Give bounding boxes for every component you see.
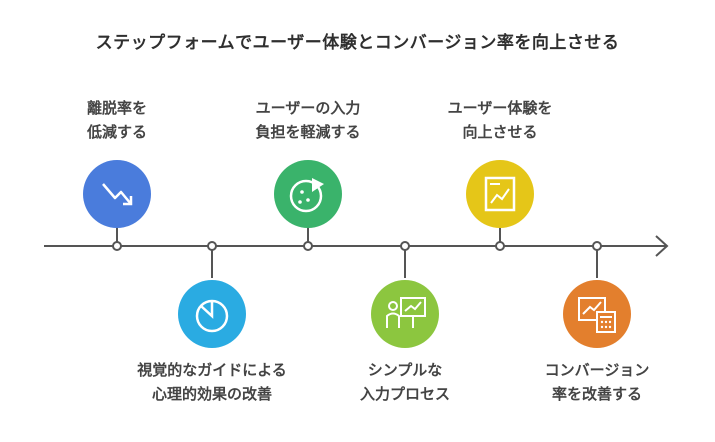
step-2-circle — [178, 280, 246, 348]
step-3-label: ユーザーの入力 負担を軽減する — [213, 96, 403, 144]
trend-down-icon — [102, 183, 133, 206]
step-5-label: ユーザー体験を 向上させる — [405, 96, 595, 144]
step-5-circle — [466, 160, 534, 228]
step-6-line1: コンバージョン — [544, 361, 650, 379]
pie-progress-icon — [195, 299, 229, 333]
timeline-node-4 — [400, 241, 410, 251]
timeline-node-1 — [112, 241, 122, 251]
step-5-line2: 向上させる — [462, 123, 538, 141]
calculator-chart-icon — [578, 297, 616, 333]
step-1-label: 離脱率を 低減する — [22, 96, 212, 144]
timeline-node-5 — [495, 241, 505, 251]
step-3-line1: ユーザーの入力 — [255, 99, 361, 117]
step-1-line1: 離脱率を — [86, 99, 147, 117]
chart-board-icon — [484, 176, 516, 212]
step-6-label: コンバージョン 率を改善する — [502, 358, 692, 406]
step-4-line2: 入力プロセス — [359, 385, 450, 403]
timeline-node-3 — [303, 241, 313, 251]
timeline-node-6 — [592, 241, 602, 251]
step-2-line1: 視覚的なガイドによる — [137, 361, 287, 379]
step-4-circle — [371, 280, 439, 348]
step-5-line1: ユーザー体験を — [447, 99, 553, 117]
step-4-line1: シンプルな — [367, 361, 443, 379]
pie-chart-icon — [289, 178, 324, 213]
timeline-arrow-head — [655, 235, 669, 257]
step-3-circle — [274, 160, 342, 228]
step-1-circle — [83, 160, 151, 228]
step-2-line2: 心理的効果の改善 — [151, 385, 272, 403]
presenter-icon — [386, 297, 426, 328]
step-3-line2: 負担を軽減する — [255, 123, 361, 141]
step-6-line2: 率を改善する — [551, 385, 642, 403]
diagram-title: ステップフォームでユーザー体験とコンバージョン率を向上させる — [95, 33, 620, 53]
timeline-node-2 — [207, 241, 217, 251]
step-2-label: 視覚的なガイドによる 心理的効果の改善 — [117, 358, 307, 406]
step-6-circle — [563, 280, 631, 348]
step-4-label: シンプルな 入力プロセス — [310, 358, 500, 406]
step-1-line2: 低減する — [86, 123, 147, 141]
